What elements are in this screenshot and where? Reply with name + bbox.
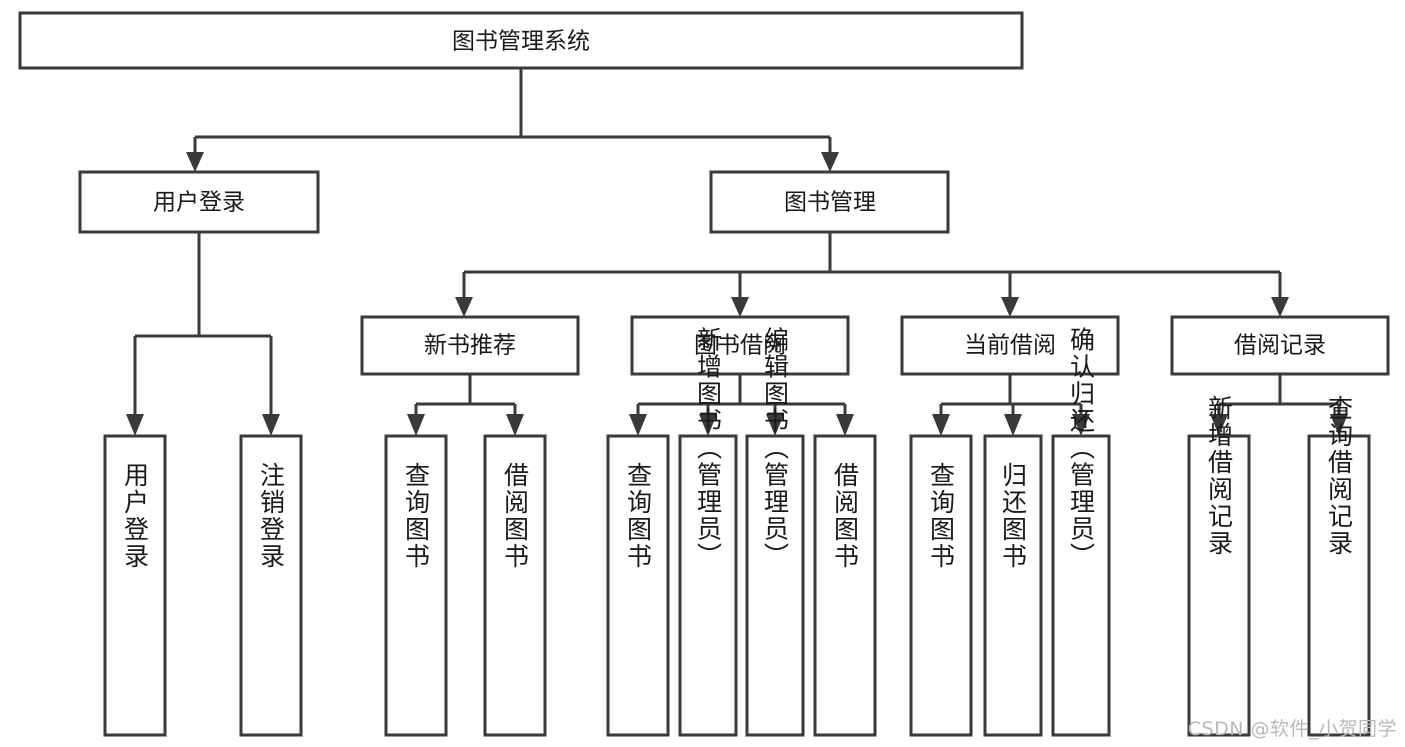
leaf-node[interactable]: 新增借阅记录 [1187,395,1251,737]
arrow-head-icon [1072,414,1090,436]
leaf-node-label: 注销登录 [257,462,286,570]
leaf-node[interactable]: 新增图书（管理员） [678,327,738,737]
leaf-node[interactable]: 查询图书 [384,434,448,737]
leaf-node[interactable]: 注销登录 [239,434,303,737]
node-root-label: 图书管理系统 [452,29,590,55]
node-borrow-records-label: 借阅记录 [1234,333,1326,359]
connector-current-to-leaves [932,374,1090,436]
arrow-head-icon [455,297,473,317]
node-book-borrow[interactable]: 图书借阅 [630,315,850,376]
node-new-book-recommend-label: 新书推荐 [424,333,516,359]
leaf-node-label: 新增借阅记录 [1205,395,1234,557]
arrow-head-icon [1210,414,1228,436]
arrow-head-icon [262,414,280,436]
connector-borrow-to-leaves [629,374,854,436]
arrow-head-icon [836,414,854,436]
leaf-node[interactable]: 查询图书 [909,434,973,737]
leaf-node[interactable]: 查询借阅记录 [1307,395,1371,737]
node-current-borrow-label: 当前借阅 [964,333,1056,359]
leaf-node-label: 借阅图书 [831,462,860,570]
node-book-management[interactable]: 图书管理 [709,170,950,234]
leaf-node[interactable]: 用户登录 [103,434,167,737]
node-book-management-label: 图书管理 [784,190,876,216]
arrow-head-icon [1001,297,1019,317]
connector-booklib-to-level2 [455,232,1289,317]
arrow-head-icon [932,414,950,436]
arrow-head-icon [1330,414,1348,436]
arrow-head-icon [1271,297,1289,317]
node-book-borrow-label: 图书借阅 [694,333,786,359]
arrow-head-icon [629,414,647,436]
connector-records-to-leaves [1210,374,1348,436]
leaf-node[interactable]: 归还图书 [983,434,1043,737]
leaf-node-label: 查询图书 [402,462,431,570]
node-root[interactable]: 图书管理系统 [18,11,1024,70]
node-borrow-records[interactable]: 借阅记录 [1170,315,1390,376]
arrow-head-icon [506,414,524,436]
leaf-node-label: 用户登录 [121,462,150,570]
node-user-login[interactable]: 用户登录 [78,170,320,234]
leaf-node-label: 新增图书（管理员） [694,327,723,570]
leaf-node[interactable]: 借阅图书 [483,434,547,737]
leaf-node[interactable]: 查询图书 [606,434,670,737]
arrow-head-icon [731,297,749,317]
node-current-borrow[interactable]: 当前借阅 [900,315,1120,376]
leaf-node-label: 归还图书 [999,462,1028,570]
connector-newbook-to-leaves [407,374,524,436]
arrow-head-icon [186,152,204,172]
arrow-head-icon [766,414,784,436]
leaf-node-label: 查询借阅记录 [1325,395,1354,557]
leaf-node-label: 编辑图书（管理员） [761,327,790,570]
leaf-node[interactable]: 确认归还（管理员） [1051,327,1111,737]
arrow-head-icon [126,414,144,436]
node-user-login-label: 用户登录 [153,190,245,216]
leaf-node-label: 查询图书 [624,462,653,570]
leaf-node-label: 查询图书 [927,462,956,570]
leaf-node-label: 借阅图书 [501,462,530,570]
arrow-head-icon [407,414,425,436]
leaf-node[interactable]: 借阅图书 [813,434,877,737]
connector-userlogin-to-leaves [126,232,280,436]
leaf-node[interactable]: 编辑图书（管理员） [745,327,805,737]
node-new-book-recommend[interactable]: 新书推荐 [360,315,580,376]
arrow-head-icon [821,152,839,172]
connector-root-to-level1 [186,68,839,172]
leaf-node-label: 确认归还（管理员） [1067,327,1096,570]
arrow-head-icon [699,414,717,436]
arrow-head-icon [1004,414,1022,436]
